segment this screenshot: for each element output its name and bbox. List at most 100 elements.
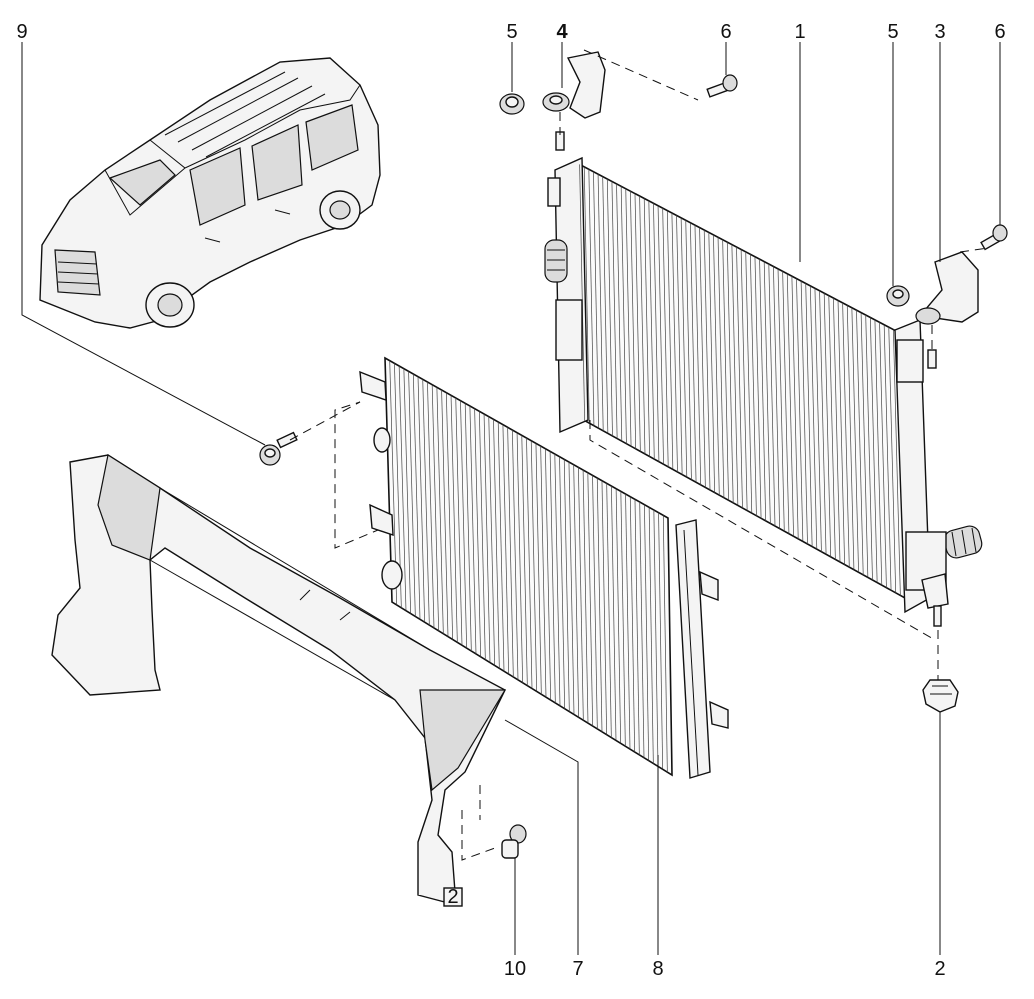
fin-line [653, 203, 660, 462]
fin-line [441, 389, 449, 637]
fin-line [883, 324, 892, 591]
fin-line [625, 493, 631, 750]
fin-line [869, 317, 878, 583]
fin-line [643, 198, 650, 457]
fin-line [540, 445, 547, 698]
fin-line [582, 469, 589, 724]
condenser-bolt [259, 431, 298, 466]
radiator-outlet-hose [943, 525, 983, 559]
callout-10: 10 [504, 958, 526, 980]
fin-line [763, 261, 771, 524]
fin-line [658, 512, 664, 770]
vehicle-illustration [39, 57, 381, 329]
fin-line [606, 483, 612, 738]
fin-line [606, 178, 613, 437]
callout-5-left: 5 [506, 21, 517, 43]
fin-line [639, 501, 645, 758]
fin-line [450, 395, 458, 643]
fin-line [648, 200, 655, 460]
fin-line [662, 208, 669, 467]
fin-line [842, 302, 850, 568]
fin-line [554, 453, 561, 706]
fin-line [796, 278, 804, 542]
upper-left-nut [499, 93, 525, 115]
ac-condenser [359, 356, 729, 779]
fin-line [592, 475, 598, 729]
fin-line [782, 271, 790, 534]
fin-line [587, 472, 594, 726]
fin-line [634, 499, 640, 755]
upper-right-nut [886, 285, 910, 307]
fin-line [814, 288, 822, 552]
assembly-lines [289, 49, 989, 861]
fin-line [726, 242, 734, 503]
fin-line [671, 212, 678, 473]
upper-right-bolt [980, 224, 1008, 251]
fin-line [488, 416, 496, 666]
fin-line [713, 234, 720, 496]
fin-line [708, 232, 715, 493]
fin-line [497, 421, 505, 672]
fin-line [602, 176, 609, 434]
fin-line [549, 451, 556, 703]
fin-line [530, 440, 538, 692]
callout-6-right: 6 [994, 21, 1005, 43]
fin-line [578, 467, 584, 721]
fin-line [865, 314, 873, 581]
fin-line [833, 297, 841, 563]
fin-line [819, 290, 827, 555]
fin-line [521, 435, 528, 686]
fin-line [526, 437, 533, 689]
fin-line [648, 507, 654, 764]
fin-line [620, 186, 627, 444]
callout-labels: 9 5 4 6 1 5 3 6 10 7 8 2 [16, 21, 1005, 980]
deflector-bracket-label: 2 [447, 886, 458, 908]
fin-line [805, 283, 813, 547]
fin-line [455, 397, 463, 646]
fin-line [740, 249, 748, 511]
fin-line [493, 419, 500, 669]
callout-2: 2 [934, 958, 945, 980]
radiator-inlet-hose [544, 239, 568, 283]
fin-line [639, 195, 646, 455]
upper-right-bracket [915, 251, 979, 325]
fin-line [846, 305, 855, 570]
fin-line [722, 239, 729, 501]
fin-line [601, 480, 608, 735]
fin-line [837, 300, 845, 565]
fin-line [616, 183, 623, 442]
fin-line [502, 424, 510, 675]
fin-line [634, 193, 641, 452]
fin-line [431, 384, 440, 631]
fin-line [483, 413, 491, 663]
vehicle-grille-bars [57, 261, 100, 285]
radiator-fins [579, 164, 901, 596]
fin-line [516, 432, 524, 683]
fin-line [653, 509, 659, 767]
callout-5-right: 5 [887, 21, 898, 43]
fin-line [573, 464, 580, 718]
fin-line [749, 254, 757, 516]
fin-line [699, 227, 706, 488]
fin-line [398, 365, 407, 611]
fin-line [563, 459, 570, 712]
fin-line [800, 280, 808, 545]
fin-line [694, 225, 702, 485]
fin-line [828, 295, 836, 560]
fin-line [460, 400, 468, 649]
fin-line [860, 312, 869, 578]
callout-3: 3 [934, 21, 945, 43]
fin-line [676, 215, 683, 475]
fin-line [436, 387, 444, 634]
fin-line [888, 327, 897, 593]
callout-9: 9 [16, 21, 27, 43]
fin-line [717, 237, 725, 498]
vehicle-roof-ribs [164, 71, 326, 158]
callout-4: 4 [556, 21, 568, 43]
fin-line [777, 268, 785, 532]
fin-line [611, 181, 618, 439]
fin-line [512, 429, 519, 680]
deflector-clip [501, 824, 527, 859]
leader-lines [21, 42, 1001, 955]
